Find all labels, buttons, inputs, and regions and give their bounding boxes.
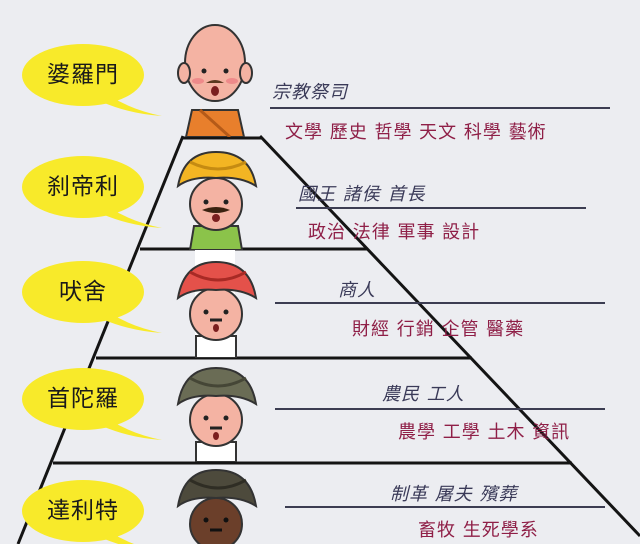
caste-fields: 財經 行銷 企管 醫藥 — [352, 319, 525, 340]
divider-line — [296, 207, 586, 209]
caste-fields: 農學 工學 土木 資訊 — [398, 422, 571, 443]
caste-bubble-kshatriya: 刹帝利 — [22, 156, 162, 228]
caste-bubble-shudra: 首陀羅 — [22, 368, 162, 440]
caste-role: 商人 — [338, 280, 376, 301]
caste-role: 制革 屠夫 殯葬 — [390, 484, 518, 505]
caste-name: 達利特 — [47, 498, 119, 524]
dark-turban-icon — [176, 468, 258, 544]
divider-line — [275, 408, 605, 410]
caste-role: 宗教祭司 — [272, 82, 348, 103]
yellow-turban-icon — [176, 150, 258, 250]
speech-bubble-icon — [22, 368, 162, 440]
caste-role: 國王 諸侯 首長 — [298, 184, 426, 205]
red-turban-icon — [176, 260, 258, 358]
caste-name: 婆羅門 — [47, 62, 119, 88]
speech-bubble-icon — [22, 156, 162, 228]
caste-bubble-vaishya: 吠舍 — [22, 261, 162, 333]
caste-fields: 畜牧 生死學系 — [418, 520, 539, 541]
divider-line — [275, 302, 605, 304]
caste-role: 農民 工人 — [382, 384, 465, 405]
caste-name: 刹帝利 — [47, 174, 119, 200]
speech-bubble-icon — [22, 261, 162, 333]
monk-head-icon — [177, 24, 253, 137]
divider-line — [270, 107, 610, 109]
speech-bubble-icon — [22, 44, 162, 116]
caste-name: 首陀羅 — [47, 386, 119, 412]
caste-name: 吠舍 — [59, 279, 107, 305]
olive-turban-icon — [176, 366, 258, 462]
caste-bubble-dalit: 達利特 — [22, 480, 144, 544]
divider-line — [285, 506, 605, 508]
caste-fields: 政治 法律 軍事 設計 — [308, 222, 481, 243]
speech-bubble-icon — [22, 480, 144, 544]
caste-bubble-brahmin: 婆羅門 — [22, 44, 162, 116]
caste-fields: 文學 歷史 哲學 天文 科學 藝術 — [285, 122, 547, 143]
